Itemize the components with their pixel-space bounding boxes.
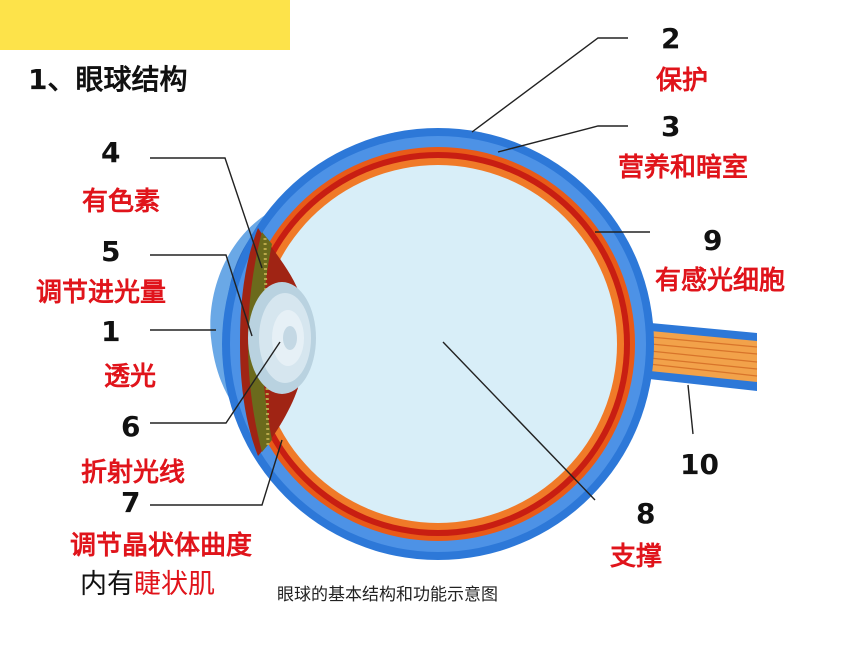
part-7-label: 调节晶状体曲度 <box>70 531 253 561</box>
note-prefix: 内有 <box>80 569 134 600</box>
part-4-label: 有色素 <box>82 187 161 217</box>
part-5-label: 调节进光量 <box>36 278 167 308</box>
part-4-number: 4 <box>101 136 121 169</box>
part-3-label: 营养和暗室 <box>618 153 749 183</box>
part-3-number: 3 <box>661 110 681 143</box>
optic-nerve-fibers <box>639 335 758 377</box>
part-9-number: 9 <box>703 224 723 257</box>
part-8-number: 8 <box>636 497 656 530</box>
note-highlight: 睫状肌 <box>134 569 215 600</box>
part-6-label: 折射光线 <box>81 458 186 488</box>
part-1-label: 透光 <box>104 362 157 392</box>
part-2-number: 2 <box>661 22 681 55</box>
part-8-label: 支撑 <box>610 542 663 572</box>
leader-lines <box>150 37 694 506</box>
vitreous-body <box>259 165 617 523</box>
accent-bar <box>0 0 290 50</box>
page-title: 1、眼球结构 <box>28 63 188 96</box>
figure-caption: 眼球的基本结构和功能示意图 <box>277 585 498 605</box>
part-1-number: 1 <box>101 315 121 348</box>
part-5-number: 5 <box>101 235 121 268</box>
part-10-number: 10 <box>680 448 719 481</box>
part-9-label: 有感光细胞 <box>655 266 786 296</box>
ciliary-muscle-note: 内有睫状肌 <box>80 562 215 601</box>
part-7-number: 7 <box>121 486 141 519</box>
part-2-label: 保护 <box>656 66 709 96</box>
part-6-number: 6 <box>121 410 141 443</box>
